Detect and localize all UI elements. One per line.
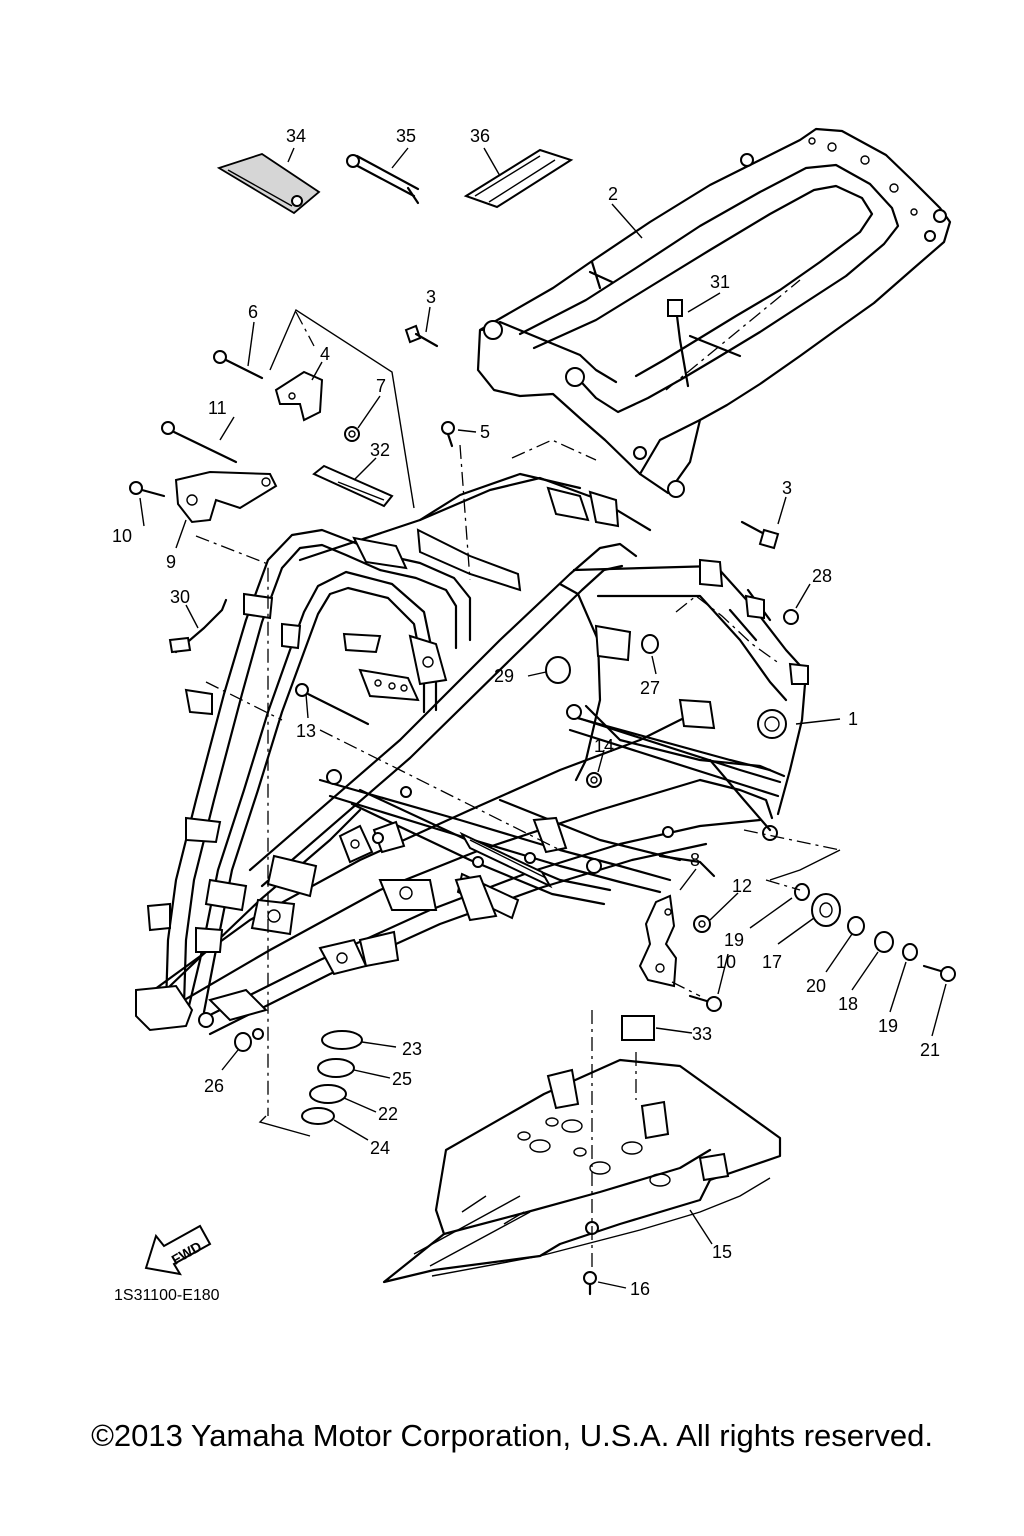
part-10-bolt-upper xyxy=(129,481,166,498)
part-28-nut xyxy=(783,609,799,625)
callout-21: 21 xyxy=(920,1040,940,1060)
part-3-bolt-upper xyxy=(404,324,439,348)
callout-27: 27 xyxy=(640,678,660,698)
callout-31: 31 xyxy=(710,272,730,292)
callout-24: 24 xyxy=(370,1138,390,1158)
part-19-washer-a xyxy=(794,883,810,901)
part-5-bolt xyxy=(441,421,455,448)
callout-28: 28 xyxy=(812,566,832,586)
part-1-main-frame xyxy=(135,472,809,1040)
part-34-tool-bag xyxy=(216,153,321,215)
copyright-notice: ©2013 Yamaha Motor Corporation, U.S.A. A… xyxy=(91,1418,933,1453)
diagram-code: 1S31100-E180 xyxy=(114,1287,220,1304)
reference-lines xyxy=(195,279,841,1272)
callout-6: 6 xyxy=(248,302,258,322)
part-8-bracket xyxy=(638,894,678,988)
callout-8: 8 xyxy=(690,850,700,870)
callout-3-upper: 3 xyxy=(426,287,436,307)
part-16-bolt xyxy=(583,1271,597,1296)
part-29-cap xyxy=(545,656,571,684)
callout-12: 12 xyxy=(732,876,752,896)
part-35-tool-bolt xyxy=(346,154,420,205)
part-11-bolt xyxy=(161,421,238,464)
callout-32: 32 xyxy=(370,440,390,460)
callout-36: 36 xyxy=(470,126,490,146)
callout-5: 5 xyxy=(480,422,490,442)
part-33-block xyxy=(621,1015,655,1041)
part-20-collar xyxy=(847,916,865,936)
callout-20: 20 xyxy=(806,976,826,996)
callout-4: 4 xyxy=(320,344,330,364)
part-4-bracket xyxy=(274,370,324,422)
leader-lines xyxy=(139,147,947,1289)
callout-15: 15 xyxy=(712,1242,732,1262)
callout-22: 22 xyxy=(378,1104,398,1124)
part-13-bolt xyxy=(295,683,370,726)
callout-2: 2 xyxy=(608,184,618,204)
part-3-bolt-lower xyxy=(740,520,780,550)
part-18-bearing xyxy=(874,931,894,953)
callout-10-upper: 10 xyxy=(112,526,132,546)
part-30-clamp xyxy=(168,598,228,654)
part-10-bolt-lower xyxy=(688,994,722,1012)
callout-35: 35 xyxy=(396,126,416,146)
callout-19-a: 19 xyxy=(724,930,744,950)
callout-numbers: 34 35 36 2 3 31 6 4 7 5 11 32 3 10 9 28 … xyxy=(112,126,940,1299)
callout-9: 9 xyxy=(166,552,176,572)
callout-23: 23 xyxy=(402,1039,422,1059)
part-14-nut xyxy=(586,772,602,788)
part-21-bolt xyxy=(922,964,956,982)
part-15-skid-plate xyxy=(382,1058,782,1284)
callout-30: 30 xyxy=(170,587,190,607)
callout-7: 7 xyxy=(376,376,386,396)
callout-14: 14 xyxy=(594,736,614,756)
part-27-plug xyxy=(641,634,659,654)
callout-34: 34 xyxy=(286,126,306,146)
part-22-25-23-24-seals xyxy=(301,1030,363,1125)
part-19-washer-b xyxy=(902,943,918,961)
callout-25: 25 xyxy=(392,1069,412,1089)
callout-26: 26 xyxy=(204,1076,224,1096)
callout-10-lower: 10 xyxy=(716,952,736,972)
part-7-nut xyxy=(344,426,360,442)
part-31-clamp xyxy=(667,299,742,388)
fwd-arrow-icon: FWD xyxy=(144,1224,212,1276)
callout-17: 17 xyxy=(762,952,782,972)
callout-11: 11 xyxy=(208,398,227,418)
callout-3-lower: 3 xyxy=(782,478,792,498)
part-2-rear-frame xyxy=(476,127,952,498)
part-26-cap xyxy=(234,1032,252,1052)
callout-19-b: 19 xyxy=(878,1016,898,1036)
callout-13: 13 xyxy=(296,721,316,741)
part-6-bolt xyxy=(213,350,264,380)
callout-16: 16 xyxy=(630,1279,650,1299)
part-36-battery-strap xyxy=(463,148,574,209)
callout-18: 18 xyxy=(838,994,858,1014)
part-17-bushing xyxy=(811,893,841,927)
callout-1: 1 xyxy=(848,709,858,729)
callout-33: 33 xyxy=(692,1024,712,1044)
part-9-bracket xyxy=(174,470,278,524)
part-32-guard xyxy=(312,464,394,508)
callout-29: 29 xyxy=(494,666,514,686)
part-12-nut xyxy=(693,915,711,933)
